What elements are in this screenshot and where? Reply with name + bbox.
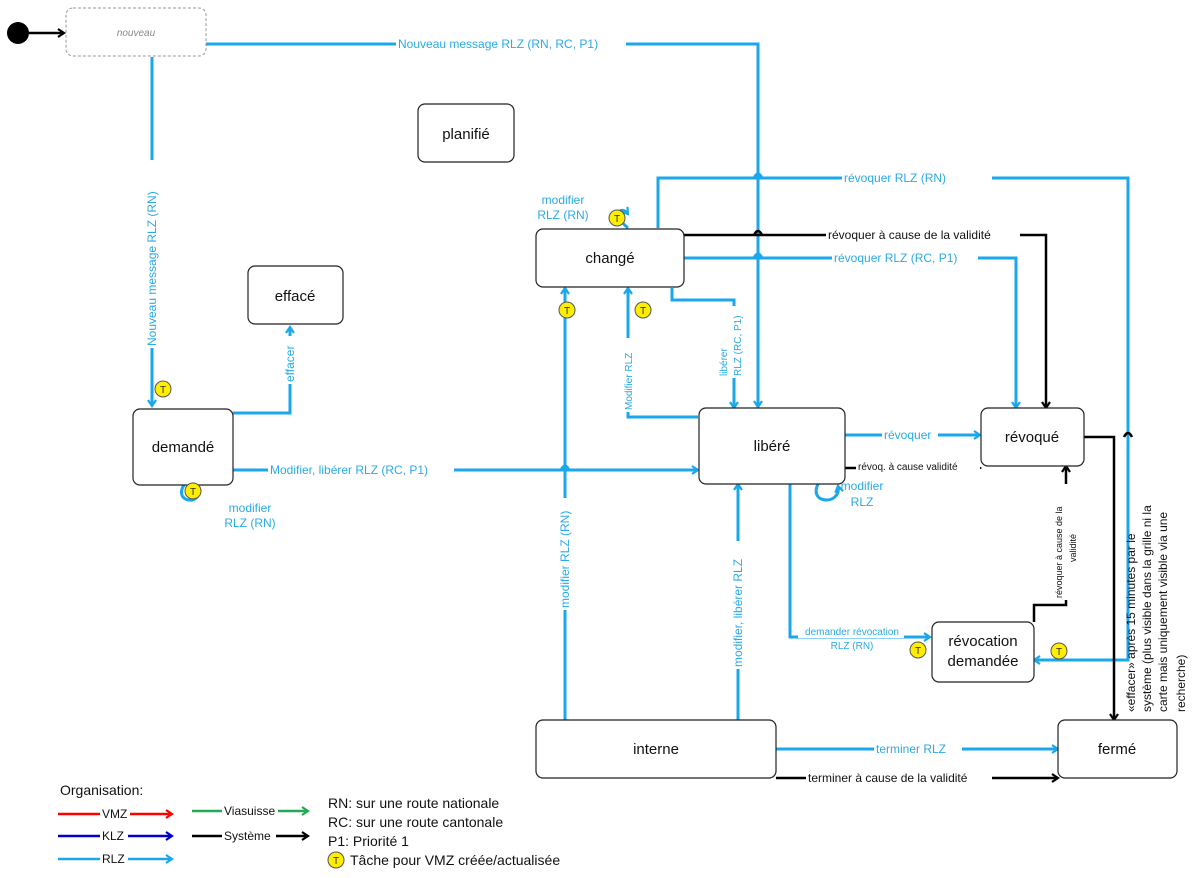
label-revoquer-rc: révoquer RLZ (RC, P1) — [834, 251, 957, 265]
label-revoquer-cause-2: validité — [1068, 534, 1078, 562]
svg-text:T: T — [915, 646, 921, 657]
legend-viasuisse: Viasuisse — [224, 804, 275, 818]
label-modifier-change-2: RLZ (RN) — [537, 208, 588, 222]
edge-libere-change — [623, 286, 698, 419]
task-marker-demande-loop: T — [184, 482, 202, 500]
legend-rn: RN: sur une route nationale — [328, 795, 499, 811]
svg-text:T: T — [333, 856, 339, 867]
label-modifier-demande-2: RLZ (RN) — [224, 516, 275, 530]
label-liberer-1: libérer — [719, 348, 730, 376]
svg-text:T: T — [564, 306, 570, 317]
legend-p1: P1: Priorité 1 — [328, 833, 409, 849]
label-revoq-validite: révoq. à cause validité — [858, 462, 958, 473]
state-revocation-label-2: demandée — [948, 653, 1019, 670]
bridge-demande-libere — [559, 464, 571, 471]
state-efface: effacé — [247, 265, 344, 325]
label-demander-revocation-1: demander révocation — [805, 627, 899, 638]
label-demander-revocation-2: RLZ (RN) — [831, 641, 874, 652]
task-marker-demande: T — [154, 380, 172, 398]
label-modifier-liberer-rc: Modifier, libérer RLZ (RC, P1) — [270, 463, 428, 477]
label-nouveau-message-rn: Nouveau message RLZ (RN) — [145, 191, 159, 346]
edge-demande-efface — [233, 325, 295, 415]
state-revoque: révoqué — [980, 407, 1085, 467]
note-effacer-4: recherche) — [1174, 655, 1188, 712]
label-revoquer-validite: révoquer à cause de la validité — [828, 228, 991, 242]
legend-rc: RC: sur une route cantonale — [328, 814, 503, 830]
state-ferme-label: fermé — [1098, 741, 1136, 758]
initial-node — [7, 22, 29, 44]
note-effacer-2: système (plus visible dans la grille ni … — [1140, 505, 1154, 712]
label-terminer-rlz: terminer RLZ — [876, 742, 946, 756]
note-effacer-1: «effacer» après 15 minutes par le — [1124, 533, 1138, 712]
label-modifier-liberer-rlz: modifier, libérer RLZ — [731, 559, 745, 667]
state-revoque-label: révoqué — [1005, 429, 1059, 446]
state-libere-label: libéré — [754, 438, 791, 455]
state-demande: demandé — [132, 408, 234, 486]
task-marker-change-left: T — [558, 301, 576, 319]
state-nouveau: nouveau — [65, 7, 207, 57]
label-revoquer-cause-1: révoquer à cause de la — [1054, 506, 1064, 598]
loop-libere — [814, 483, 844, 502]
legend-systeme: Système — [224, 829, 271, 843]
state-demande-label: demandé — [152, 439, 215, 456]
svg-text:T: T — [640, 306, 646, 317]
edge-revoque-ferme — [1084, 435, 1119, 722]
label-modifier-rlz-vertical: Modifier RLZ — [624, 353, 635, 410]
label-nouveau-message-top: Nouveau message RLZ (RN, RC, P1) — [398, 37, 598, 51]
bridge-top-revoquer — [752, 172, 764, 179]
state-planifie: planifié — [417, 103, 515, 163]
svg-text:T: T — [190, 487, 196, 498]
task-marker-change-right: T — [634, 301, 652, 319]
note-effacer-3: carte mais uniquement visible via une — [1156, 512, 1170, 712]
bridge-validite — [752, 229, 764, 236]
state-change: changé — [535, 228, 685, 288]
task-marker-revocation-right: T — [1050, 642, 1068, 660]
legend-task: Tâche pour VMZ créée/actualisée — [350, 852, 560, 868]
state-ferme: fermé — [1057, 719, 1178, 779]
state-efface-label: effacé — [275, 288, 316, 305]
svg-text:T: T — [1056, 647, 1062, 658]
state-planifie-label: planifié — [442, 126, 490, 143]
state-interne-label: interne — [633, 741, 679, 758]
label-revoquer-rn: révoquer RLZ (RN) — [844, 171, 946, 185]
label-revoquer: révoquer — [884, 428, 931, 442]
bridge-rc — [752, 252, 764, 259]
label-modifier-libere-1: modifier — [841, 479, 884, 493]
label-modifier-demande-1: modifier — [229, 501, 272, 515]
state-revocation-label-1: révocation — [948, 633, 1017, 650]
legend-vmz: VMZ — [102, 807, 127, 821]
label-terminer-validite: terminer à cause de la validité — [808, 771, 968, 785]
state-nouveau-label: nouveau — [117, 28, 156, 39]
task-marker-change-loop: T — [608, 209, 626, 227]
label-modifier-rlz-rn: modifier RLZ (RN) — [558, 511, 572, 608]
edge-change-revoque-rc — [684, 256, 1021, 410]
state-libere: libéré — [698, 407, 846, 485]
legend-title: Organisation: — [60, 782, 143, 798]
edge-change-revoque-validite — [684, 233, 1051, 410]
state-interne: interne — [535, 719, 777, 779]
legend-klz: KLZ — [102, 829, 124, 843]
svg-text:T: T — [614, 214, 620, 225]
legend: Organisation: VMZ KLZ RLZ Viasuisse Syst… — [58, 782, 560, 869]
note-effacer: «effacer» après 15 minutes par le systèm… — [1124, 505, 1188, 712]
state-change-label: changé — [585, 250, 634, 267]
label-liberer-2: RLZ (RC, P1) — [733, 315, 744, 376]
edge-change-revocation — [656, 176, 1130, 665]
state-revocation-demandee: révocation demandée — [931, 621, 1035, 683]
label-modifier-change-1: modifier — [542, 193, 585, 207]
svg-text:T: T — [160, 385, 166, 396]
legend-task-marker: T — [327, 851, 345, 869]
label-modifier-libere-2: RLZ — [851, 495, 874, 509]
task-marker-revocation-left: T — [909, 641, 927, 659]
label-effacer: effacer — [283, 346, 297, 382]
bridge-revoque-ferme — [1122, 431, 1134, 438]
legend-rlz: RLZ — [102, 852, 125, 866]
edge-nouveau-libere — [206, 42, 763, 409]
